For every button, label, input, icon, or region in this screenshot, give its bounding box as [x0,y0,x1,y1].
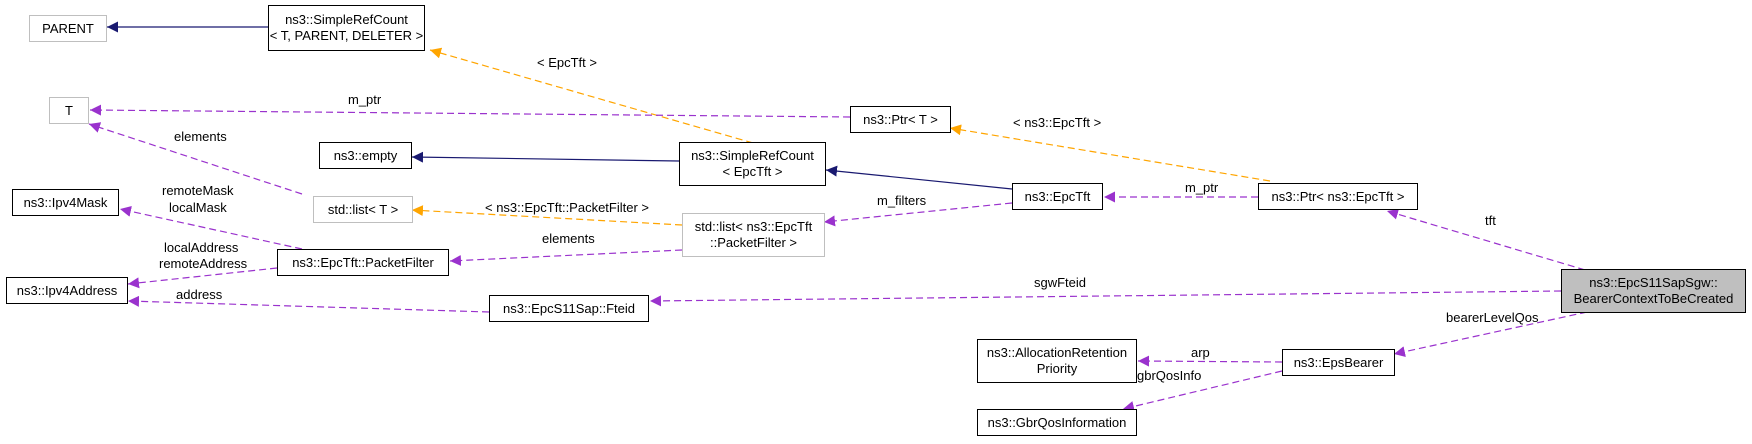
edge-label-elements-t: elements [174,129,227,144]
edge-epsbearer-to-arp [1137,355,1283,367]
edge-label-gbrqosinfo: gbrQosInfo [1137,368,1202,383]
edge-label-packetfilter-template: < ns3::EpcTft::PacketFilter > [485,200,650,215]
edge-epsbearer-to-gbrqos [1122,370,1283,412]
node-ptr-t[interactable]: ns3::Ptr< T > [850,106,951,133]
node-simplerefcount-template[interactable]: ns3::SimpleRefCount < T, PARENT, DELETER… [268,5,425,51]
node-ptr-epctft[interactable]: ns3::Ptr< ns3::EpcTft > [1258,183,1418,210]
node-allocation-retention-priority[interactable]: ns3::AllocationRetention Priority [977,339,1137,383]
edge-list-pf-to-packetfilter [449,249,683,266]
edge-epctft-to-simplerefcount-epctft [825,165,1013,190]
edge-label-epctft-template: < EpcTft > [537,55,597,70]
node-std-list-t[interactable]: std::list< T > [313,196,413,223]
edge-bearer-context-to-ptr-epctft [1386,208,1586,271]
edge-list-t-to-t [88,122,303,195]
edge-label-bearerlevelqos: bearerLevelQos [1446,310,1539,325]
node-parent[interactable]: PARENT [29,15,107,42]
edge-label-tft: tft [1485,213,1496,228]
edge-label-ns3-epctft-template: < ns3::EpcTft > [1013,115,1102,130]
edge-label-address: address [176,287,223,302]
node-empty[interactable]: ns3::empty [319,142,412,169]
edge-label-m-ptr-t: m_ptr [348,92,382,107]
edge-bearer-context-to-fteid [649,290,1562,307]
edge-label-m-filters: m_filters [877,193,927,208]
edge-label-m-ptr-epctft: m_ptr [1185,180,1219,195]
edge-label-localmask: localMask [169,200,227,215]
edge-packetfilter-to-ipv4mask [119,205,303,250]
node-ipv4address[interactable]: ns3::Ipv4Address [6,277,128,304]
node-epsbearer[interactable]: ns3::EpsBearer [1282,349,1395,376]
edge-epctft-to-list-pf [823,202,1013,227]
node-bearer-context-to-be-created[interactable]: ns3::EpcS11SapSgw:: BearerContextToBeCre… [1561,269,1746,313]
edge-simplerefcount-epctft-to-template [429,47,754,144]
edge-ptr-epctft-to-ptr-t [949,124,1271,182]
edge-label-elements-packetfilter: elements [542,231,595,246]
node-gbrqosinformation[interactable]: ns3::GbrQosInformation [977,409,1137,436]
edge-list-pf-to-list-t [411,205,683,226]
edge-fteid-to-ipv4address [127,295,490,313]
edge-label-arp: arp [1191,345,1210,360]
edge-label-remotemask: remoteMask [162,183,234,198]
edge-label-remoteaddress: remoteAddress [159,256,248,271]
edge-simplerefcount-epctft-to-empty [411,151,680,163]
node-epctft[interactable]: ns3::EpcTft [1012,183,1103,210]
node-std-list-packetfilter[interactable]: std::list< ns3::EpcTft ::PacketFilter > [682,213,825,257]
node-t[interactable]: T [49,97,89,124]
node-ipv4mask[interactable]: ns3::Ipv4Mask [12,189,119,216]
node-simplerefcount-epctft[interactable]: ns3::SimpleRefCount < EpcTft > [679,142,826,186]
edge-packetfilter-to-ipv4address [127,267,278,289]
edge-label-sgwfteid: sgwFteid [1034,275,1087,290]
edge-label-localaddress: localAddress [164,240,239,255]
node-fteid[interactable]: ns3::EpcS11Sap::Fteid [489,295,649,322]
edge-ptr-t-to-t [89,104,851,118]
node-packetfilter[interactable]: ns3::EpcTft::PacketFilter [277,249,449,276]
